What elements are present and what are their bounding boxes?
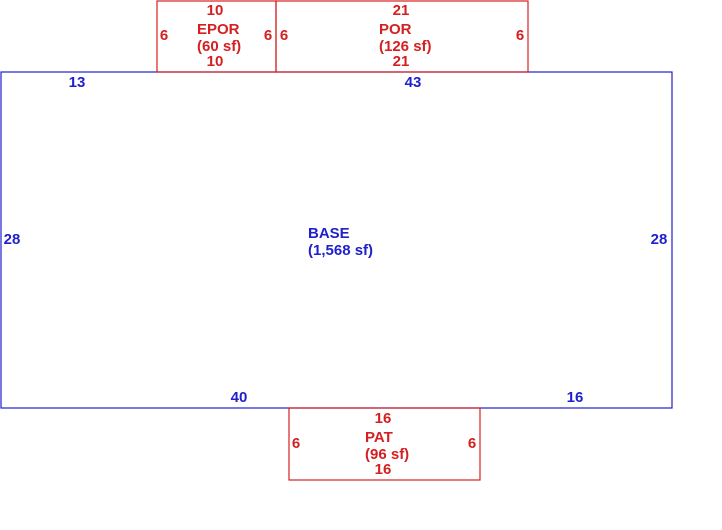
base-dim-top-right: 43 — [405, 74, 422, 91]
pat-area: 16 16 6 6 PAT (96 sf) — [288, 407, 481, 481]
pat-dim-left: 6 — [292, 435, 300, 452]
epor-area: 10 10 6 6 EPOR (60 sf) — [156, 0, 277, 73]
pat-dim-right: 6 — [468, 435, 476, 452]
epor-dim-left: 6 — [160, 27, 168, 44]
base-label: BASE — [308, 225, 350, 242]
base-dim-right: 28 — [651, 231, 668, 248]
por-dim-bottom: 21 — [393, 53, 410, 70]
pat-dim-top: 16 — [375, 410, 392, 427]
por-label: POR — [379, 21, 412, 38]
base-dim-bottom-right: 16 — [567, 389, 584, 406]
base-area: 13 43 28 28 40 16 BASE (1,568 sf) — [0, 71, 673, 409]
base-dim-bottom-left: 40 — [231, 389, 248, 406]
base-area-value: (1,568 sf) — [308, 242, 373, 259]
por-area-value: (126 sf) — [379, 38, 432, 55]
por-area: 21 21 6 6 POR (126 sf) — [275, 0, 529, 73]
por-dim-right: 6 — [516, 27, 524, 44]
base-dim-left: 28 — [4, 231, 21, 248]
epor-dim-bottom: 10 — [207, 53, 224, 70]
base-dim-top-left: 13 — [69, 74, 86, 91]
epor-dim-right: 6 — [264, 27, 272, 44]
pat-dim-bottom: 16 — [375, 461, 392, 478]
por-dim-left: 6 — [280, 27, 288, 44]
epor-dim-top: 10 — [207, 2, 224, 19]
epor-area-value: (60 sf) — [197, 38, 241, 55]
pat-label: PAT — [365, 429, 393, 446]
epor-label: EPOR — [197, 21, 240, 38]
por-dim-top: 21 — [393, 2, 410, 19]
pat-outline — [288, 407, 481, 481]
por-outline — [275, 0, 529, 73]
pat-area-value: (96 sf) — [365, 446, 409, 463]
